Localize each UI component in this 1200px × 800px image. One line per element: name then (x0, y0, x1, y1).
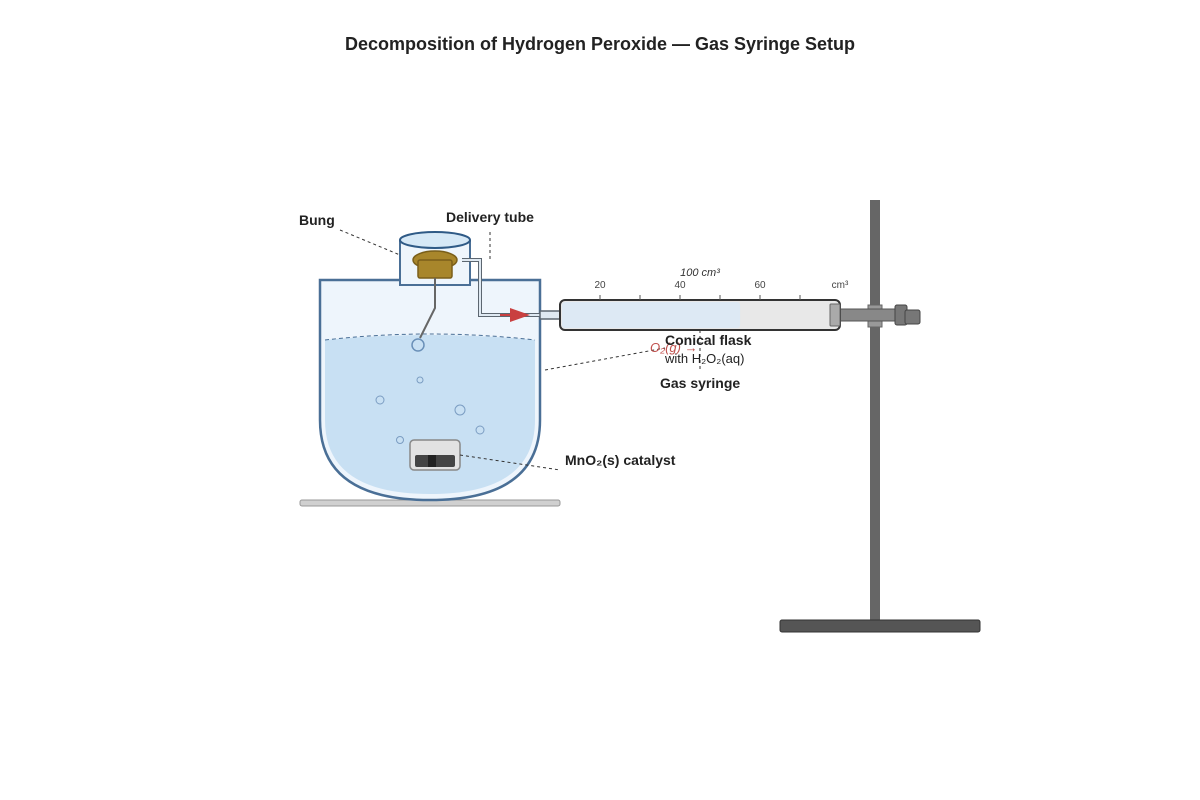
catalyst-label: MnO₂(s) catalyst (565, 452, 676, 468)
conical-flask (318, 278, 542, 502)
syringe-nozzle (539, 310, 563, 320)
flask-leader (544, 347, 666, 371)
arrow-head (510, 308, 530, 322)
gas-bubble (411, 338, 425, 352)
oxygen-gas-label: O₂(g) → (650, 340, 698, 355)
stand-rod (870, 200, 880, 622)
retort-stand (779, 200, 981, 633)
gas-bubble (475, 425, 485, 435)
syringe-tick-label: 20 (594, 280, 606, 291)
gas-bubble (454, 404, 466, 416)
delivery-tube-label: Delivery tube (446, 209, 534, 225)
liquid-surface (324, 333, 536, 341)
bung (412, 250, 458, 279)
syringe-gas-volume (562, 302, 741, 328)
neck-rim (399, 231, 471, 249)
syringe-unit-label: cm³ (832, 280, 849, 291)
hydrogen-peroxide-liquid (325, 335, 535, 494)
syringe-tick-label: 60 (754, 280, 766, 291)
syringe-capacity-label: 100 cm³ (680, 267, 720, 279)
gas-bubble (396, 436, 404, 444)
clamp-arm (837, 308, 901, 322)
conical-flask-label: Conical flask (665, 332, 752, 348)
syringe-tick-label: 40 (674, 280, 686, 291)
bung-body (417, 259, 453, 279)
catalyst-leader (459, 454, 561, 471)
stand-base (779, 619, 981, 633)
gas-bubble (375, 395, 385, 405)
inner-tube (419, 278, 436, 339)
syringe-plunger-end (829, 303, 841, 327)
gas-syringe: 20 40 60 cm³ 100 cm³ (539, 267, 849, 331)
catalyst-divider (428, 455, 436, 467)
bung-leader (339, 229, 401, 256)
conical-flask-contents-label: with H₂O₂(aq) (664, 351, 744, 366)
gas-flow-arrow (500, 308, 530, 322)
clamp-screw (904, 309, 921, 325)
gas-bubble (416, 376, 424, 384)
diagram-title: Decomposition of Hydrogen Peroxide — Gas… (345, 34, 855, 54)
gas-syringe-label: Gas syringe (660, 375, 740, 391)
bung-label: Bung (299, 212, 335, 228)
